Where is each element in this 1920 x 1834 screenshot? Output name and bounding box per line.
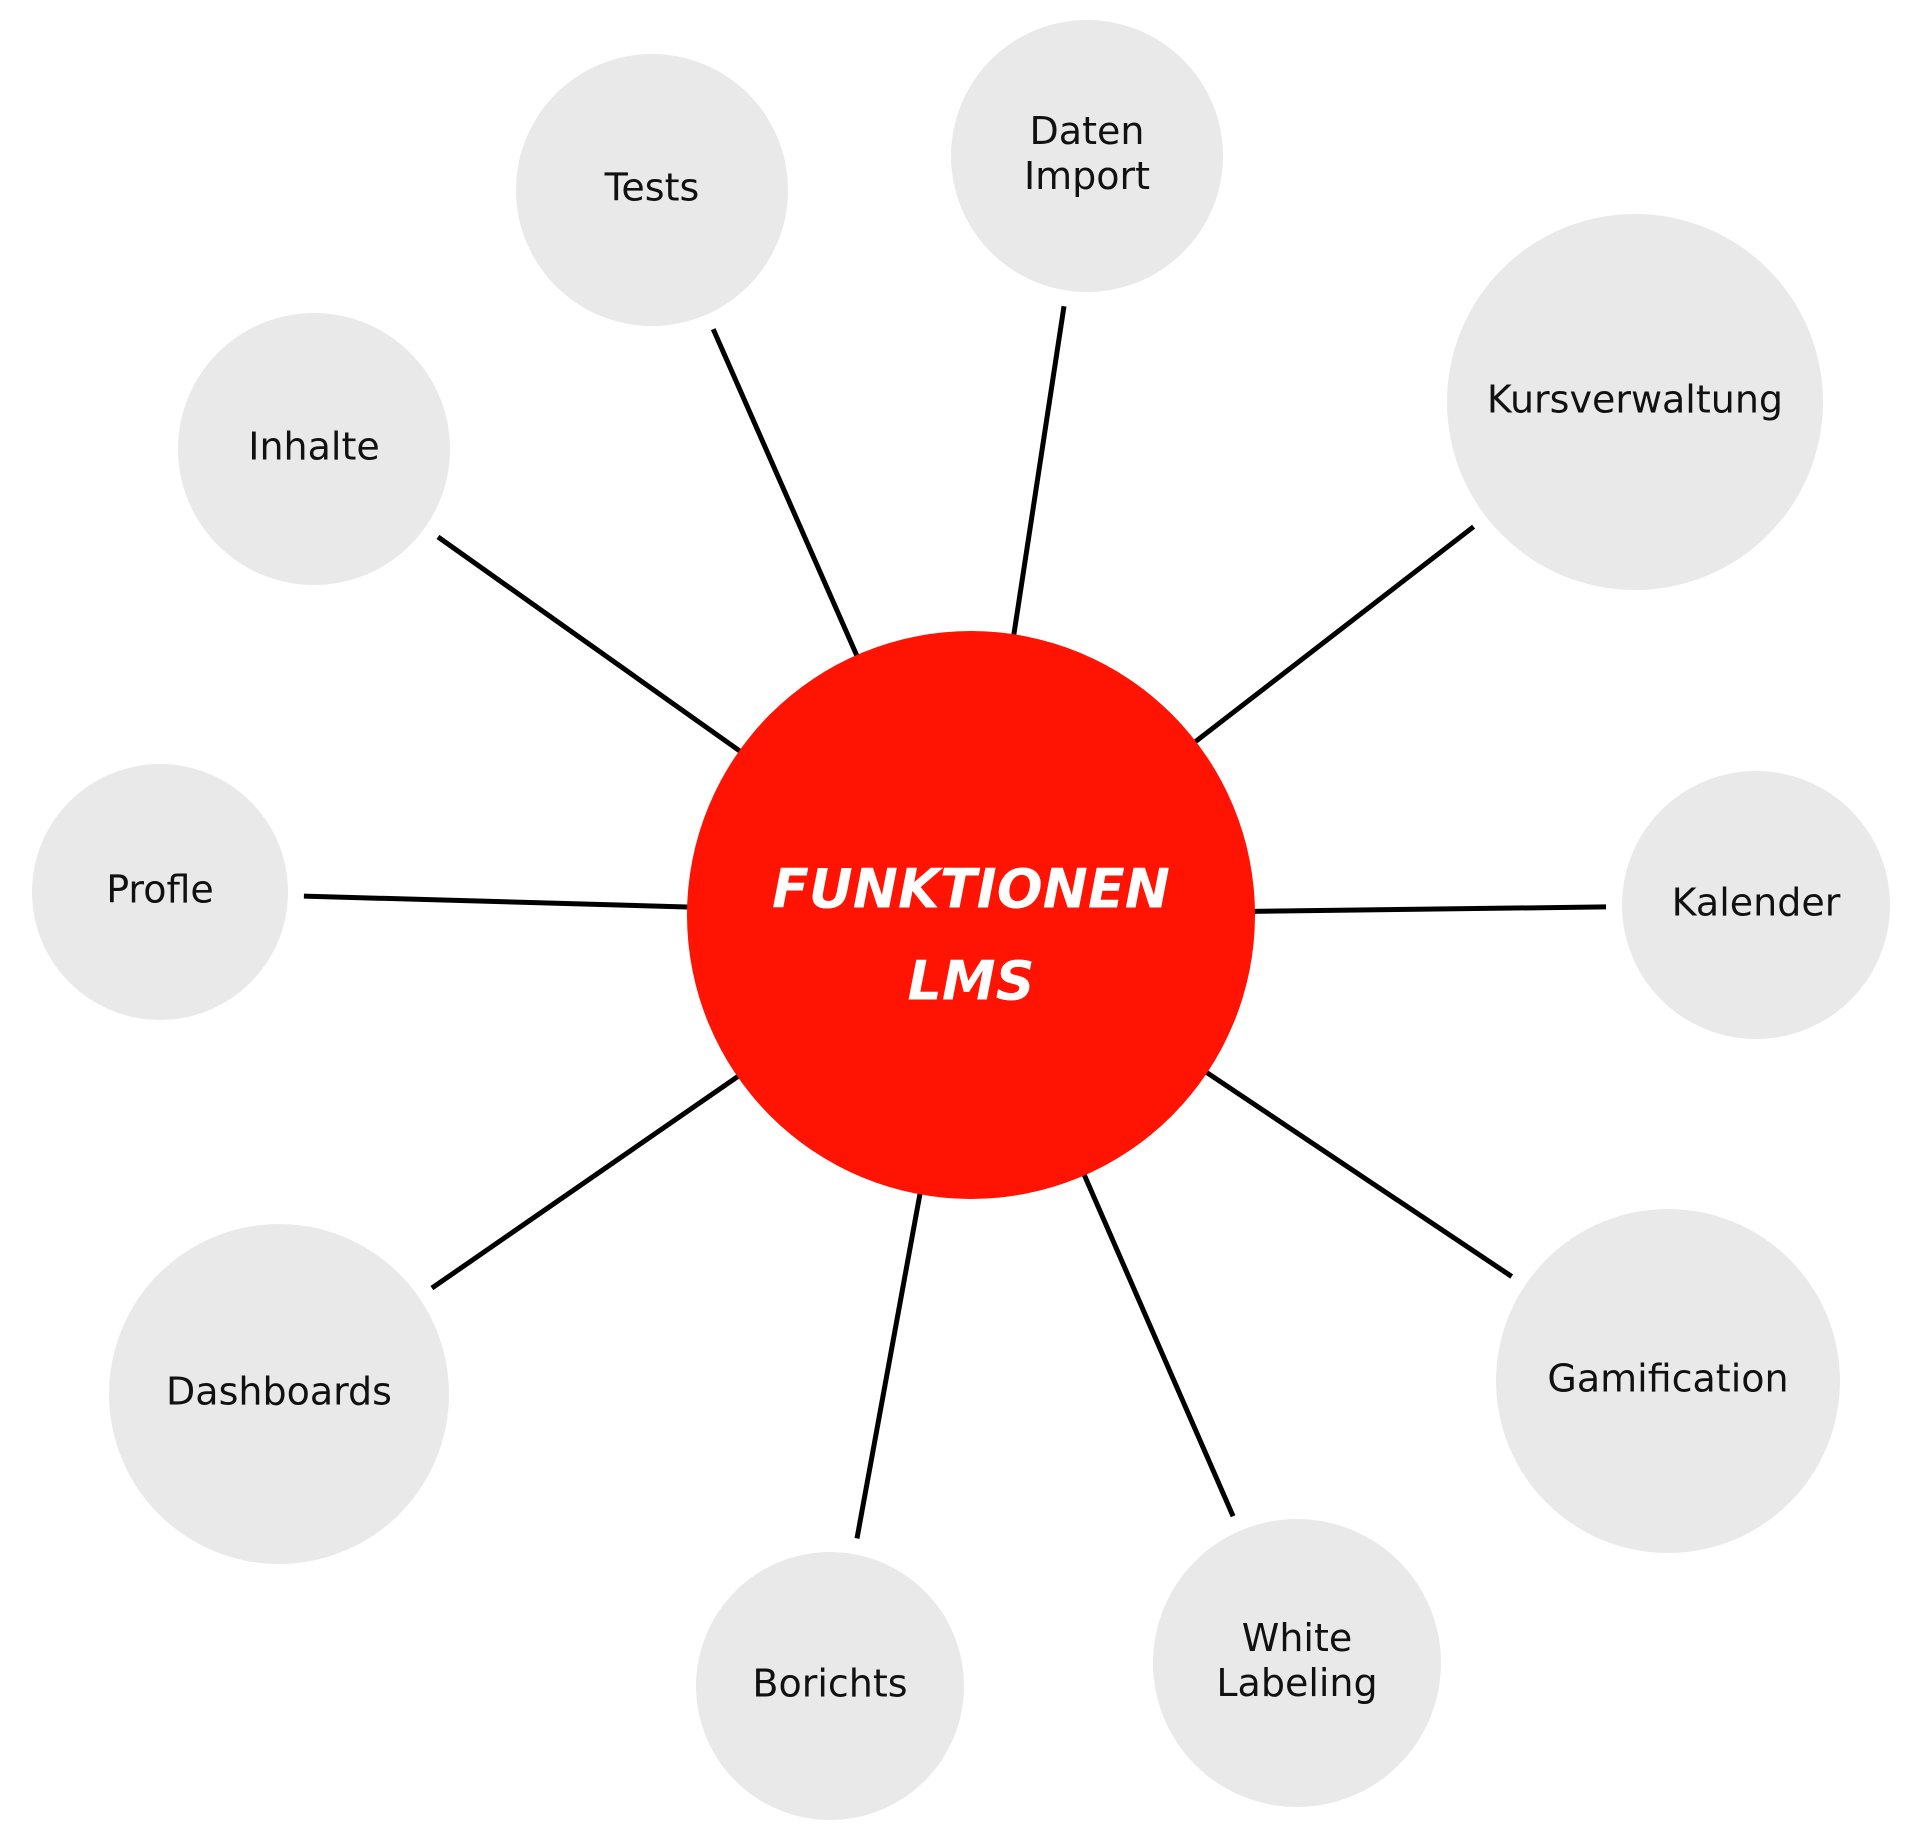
node-borichts: Borichts [696,1552,964,1820]
node-circle-tests [516,54,788,326]
node-label-tests: Tests [604,166,700,210]
node-label-profle: Profle [106,868,214,912]
node-circle-inhalte [178,313,450,585]
node-label-kursverwaltung: Kursverwaltung [1487,378,1783,422]
node-circle-borichts [696,1552,964,1820]
connector-tests [710,328,861,660]
hub-title-line-1: FUNKTIONEN [772,858,1170,921]
node-label-daten-import-line-1: Daten [1030,109,1145,153]
connector-kalender [1250,904,1607,914]
node-inhalte: Inhalte [178,313,450,585]
node-label-gamification: Gamification [1547,1357,1788,1401]
connector-dashboards [430,1072,743,1291]
connectors [303,305,1607,1539]
connector-inhalte [436,534,745,756]
hub: FUNKTIONEN LMS [687,631,1255,1199]
node-circle-profle [32,764,288,1020]
node-label-kalender: Kalender [1672,881,1841,925]
node-profle: Profle [32,764,288,1020]
node-label-borichts: Borichts [752,1662,907,1706]
node-circle-kalender [1622,771,1890,1039]
node-label-daten-import-line-2: Import [1024,154,1150,198]
node-circle-kursverwaltung [1447,214,1823,590]
connector-daten-import [1010,305,1067,639]
node-label-inhalte: Inhalte [248,425,380,469]
node-tests: Tests [516,54,788,326]
connector-borichts [854,1189,924,1539]
connector-white-labeling [1080,1170,1236,1518]
node-circle-white-labeling [1153,1519,1441,1807]
node-dashboards: Dashboards [109,1224,449,1564]
connector-gamification [1202,1068,1514,1279]
node-circle-gamification [1496,1209,1840,1553]
node-kalender: Kalender [1622,771,1890,1039]
satellite-nodes: Tests DatenImportKursverwaltungKalenderGa… [32,20,1890,1820]
hub-circle [687,631,1255,1199]
node-label-dashboards: Dashboards [166,1370,392,1414]
node-circle-daten-import [951,20,1223,292]
connector-kursverwaltung [1191,524,1476,746]
connector-profle [303,893,692,910]
node-circle-dashboards [109,1224,449,1564]
node-label-white-labeling-line-2: Labeling [1216,1661,1377,1705]
node-label-white-labeling-line-1: White [1242,1616,1353,1660]
node-gamification: Gamification [1496,1209,1840,1553]
hub-title-line-2: LMS [907,950,1034,1013]
node-kursverwaltung: Kursverwaltung [1447,214,1823,590]
